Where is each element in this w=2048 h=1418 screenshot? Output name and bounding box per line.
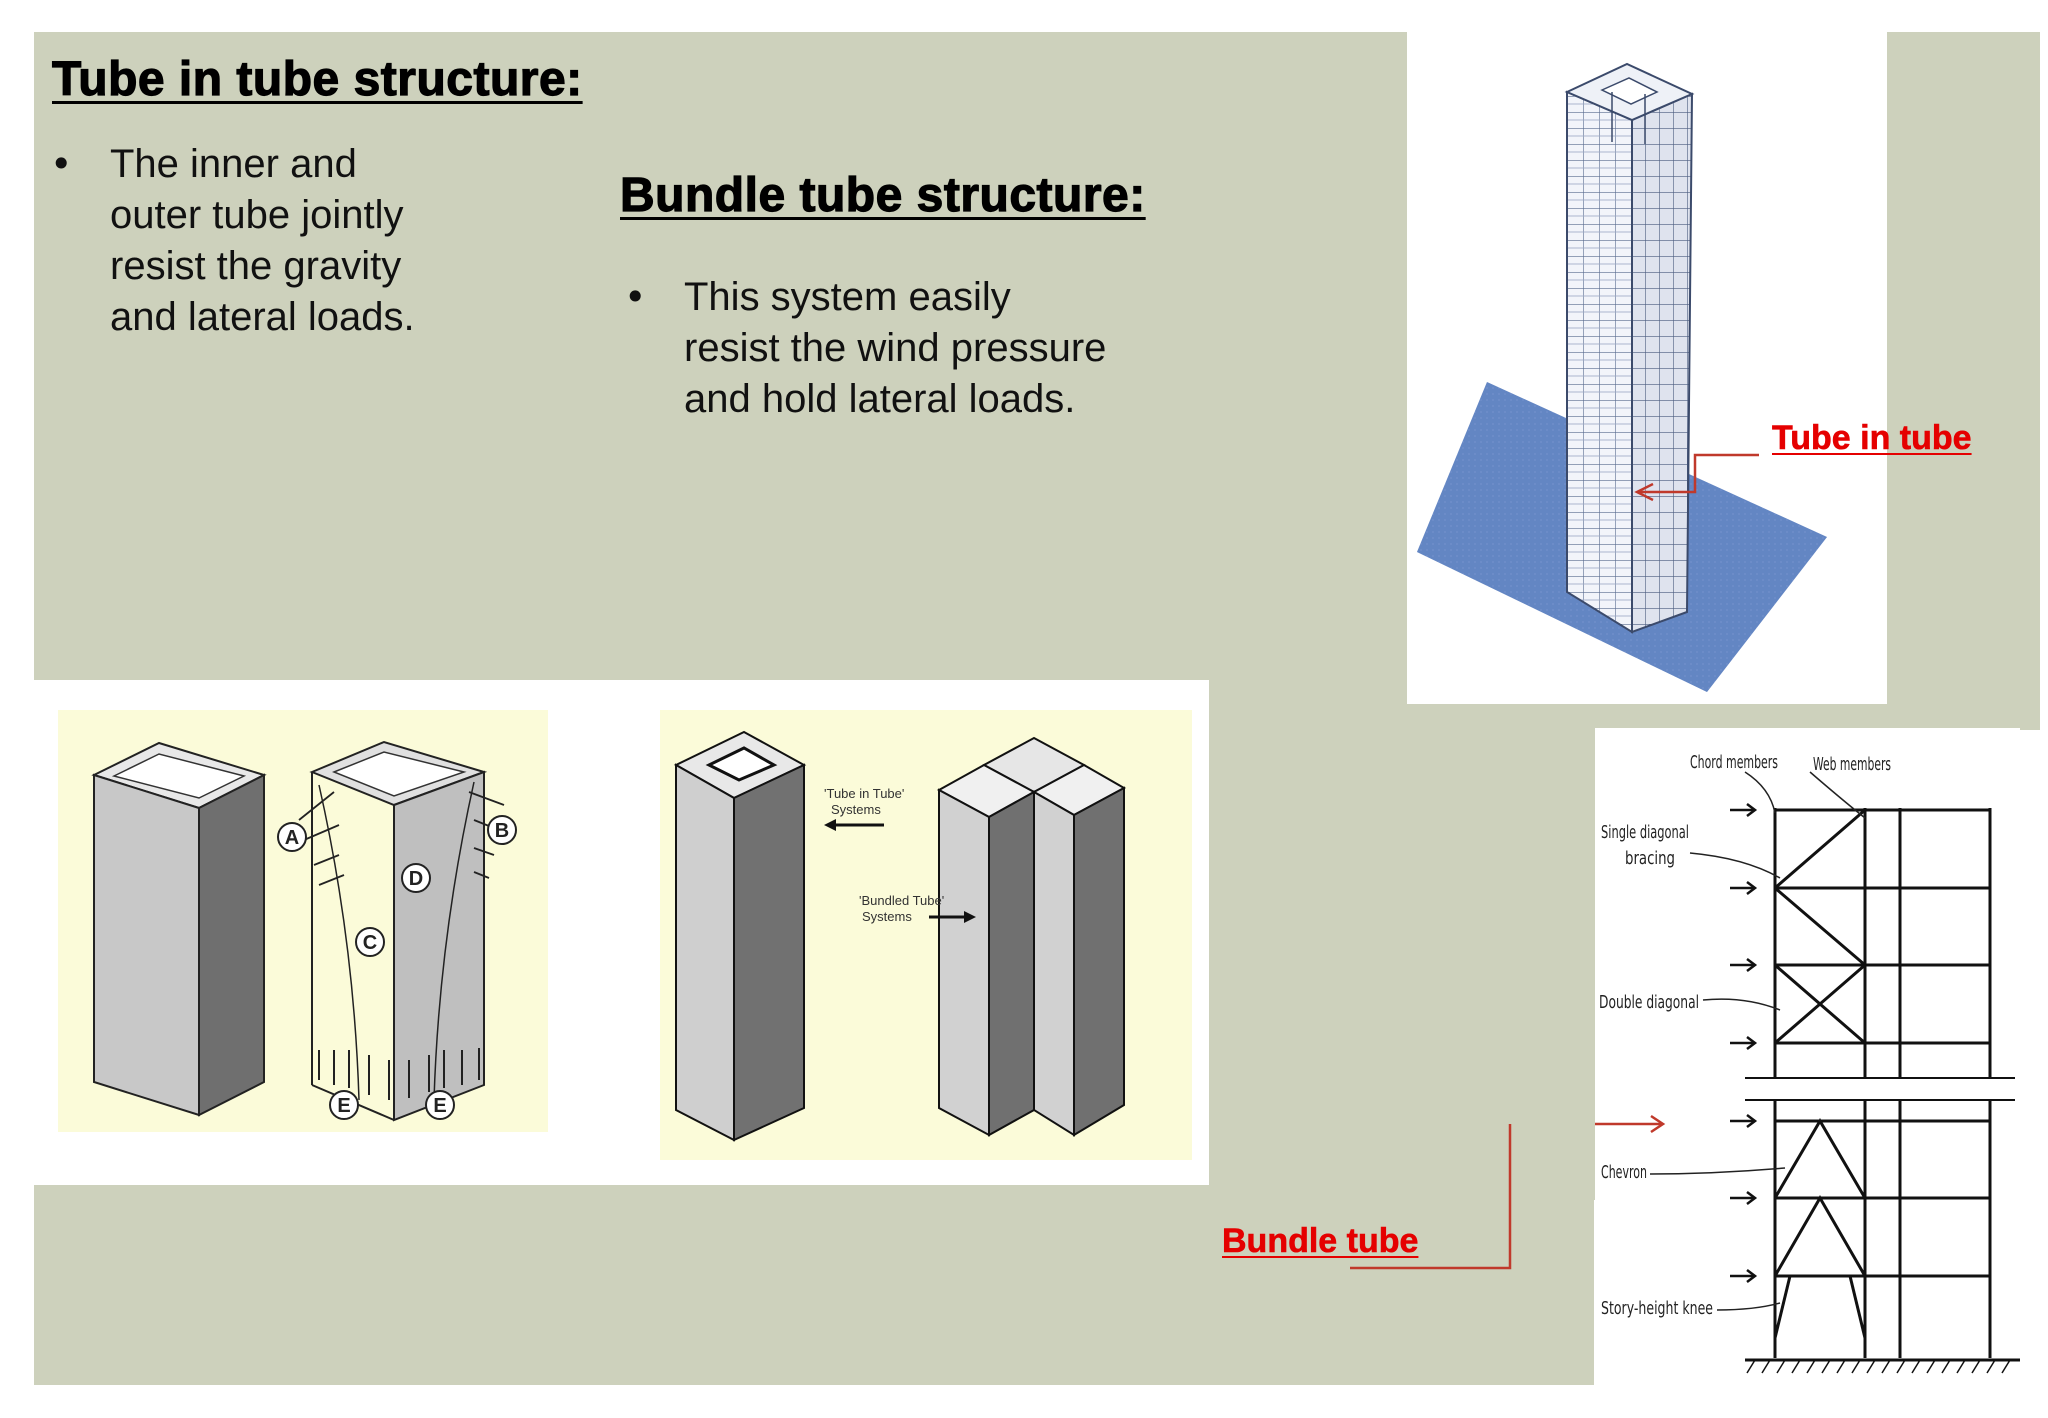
marker-d: [401, 863, 431, 893]
background-panel-bottom: [34, 1185, 1594, 1385]
story-height-knee-label: Story-height knee: [1601, 1298, 1713, 1319]
bundle-tube-bullet-text: This system easily resist the wind press…: [684, 275, 1107, 421]
tube-in-tube-bullet: • The inner and outer tube jointly resis…: [50, 139, 415, 343]
tower-front-face: [1566, 90, 1633, 634]
marker-e-right-label: E: [433, 1095, 446, 1117]
bundle-tube-connector: [1350, 1124, 1512, 1270]
bullet-dot-icon: •: [624, 275, 647, 319]
bundle-tube-bullet: • This system easily resist the wind pre…: [624, 272, 1106, 425]
marker-a-label: A: [285, 827, 299, 849]
tube-in-tube-systems-label-2: Systems: [831, 802, 881, 817]
bracing-diagram-figure: Chord members Web members Single diagona…: [1595, 728, 2020, 1400]
bundled-systems-label-2: Systems: [862, 909, 912, 924]
web-members-label: Web members: [1813, 754, 1891, 775]
tube-loads-figure: A B C D E E: [34, 680, 1209, 1185]
tube-in-tube-systems-label-1: 'Tube in Tube': [824, 786, 904, 801]
tube-in-tube-heading: Tube in tube structure:: [51, 52, 583, 106]
marker-b: [487, 815, 517, 845]
marker-c: [355, 927, 385, 957]
single-diagonal-label-1: Single diagonal: [1601, 822, 1689, 843]
single-diagonal-label-2: bracing: [1625, 848, 1675, 869]
chord-members-label: Chord members: [1690, 752, 1778, 773]
bundled-systems-label-1: 'Bundled Tube': [859, 893, 944, 908]
background-panel-right: [1200, 700, 1595, 1200]
tube-in-tube-callout: Tube in tube: [1772, 419, 1972, 458]
tower-side-face: [1631, 92, 1694, 634]
marker-b-label: B: [495, 820, 509, 842]
chevron-label: Chevron: [1601, 1162, 1647, 1183]
marker-c-label: C: [363, 932, 377, 954]
tube-in-tube-arrow: [1634, 453, 1759, 502]
marker-d-label: D: [409, 868, 423, 890]
bullet-dot-icon: •: [50, 142, 73, 186]
marker-a: [277, 822, 307, 852]
marker-e-right: [425, 1090, 455, 1120]
marker-e-left: [329, 1090, 359, 1120]
bundle-tube-callout: Bundle tube: [1222, 1222, 1419, 1261]
tube-in-tube-bullet-text: The inner and outer tube jointly resist …: [110, 142, 415, 339]
marker-e-left-label: E: [337, 1095, 350, 1117]
bundle-tube-heading: Bundle tube structure:: [619, 168, 1146, 222]
tube-tower-3d-figure: [1407, 32, 1887, 704]
double-diagonal-label: Double diagonal: [1599, 992, 1699, 1013]
